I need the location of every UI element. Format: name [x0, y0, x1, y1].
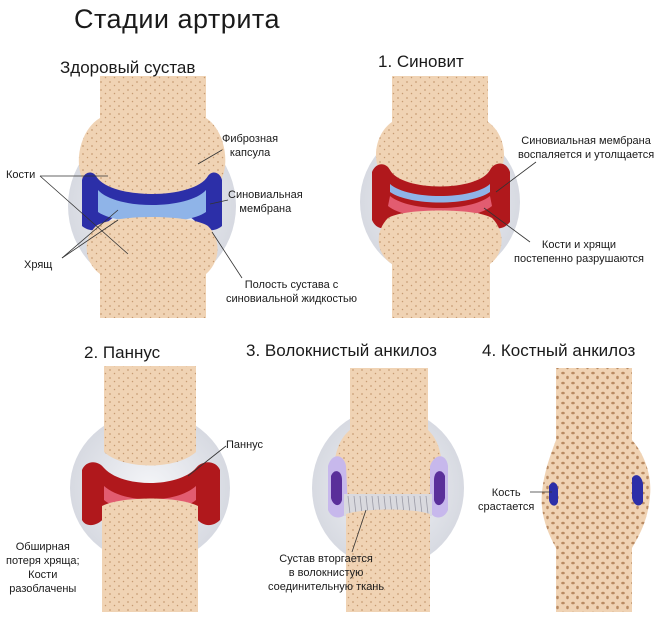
synovitis-joint-illustration [360, 76, 537, 318]
label-bones: Кости [6, 169, 36, 181]
lower-bone [378, 210, 502, 318]
page-title: Стадии артрита [74, 4, 280, 34]
fibrous-ankylosis-illustration [312, 368, 464, 612]
fibrous-band-lines [347, 495, 429, 515]
fibrous-tissue-left-core [331, 471, 342, 506]
residual-fibrous-right [632, 475, 643, 506]
label-bone-cartilage-destroyed: Кости и хрящи постепенно разрушаются [514, 239, 644, 265]
lower-bone [102, 498, 198, 612]
upper-bone [334, 368, 442, 510]
healthy-joint-illustration [39, 76, 243, 318]
lower-bone [346, 509, 430, 612]
upper-bone [78, 76, 226, 210]
heading-pannus: 2. Паннус [84, 343, 161, 362]
healthy-leader-lines [39, 149, 243, 279]
label-cartilage-loss: Обширная потеря хряща; Кости разоблачены [6, 541, 80, 595]
label-cartilage: Хрящ [24, 259, 53, 271]
heading-fibrous-ankylosis: 3. Волокнистый анкилоз [246, 341, 437, 360]
heading-synovitis: 1. Синовит [378, 52, 464, 71]
pannus-leader-lines [187, 445, 227, 477]
fibrous-tissue-right-core [434, 471, 445, 506]
bony-ankylosis-illustration [530, 368, 651, 612]
fibrous-leader-lines [351, 509, 367, 553]
pannus-joint-illustration [70, 366, 230, 612]
upper-bone [375, 76, 505, 198]
label-fibrous-capsule: Фиброзная капсула [222, 133, 279, 159]
label-bone-fuses: Кость срастается [478, 487, 535, 513]
synovial-membrane [82, 172, 222, 231]
synovitis-leader-lines [483, 161, 537, 243]
heading-bony-ankylosis: 4. Костный анкилоз [482, 341, 636, 360]
fused-bone [541, 368, 651, 612]
label-synovial-membrane: Синовиальная мембрана [228, 189, 303, 215]
upper-bone [104, 366, 196, 466]
thin-cartilage [390, 184, 490, 203]
lower-bone [86, 217, 218, 318]
heading-healthy: Здоровый сустав [60, 58, 196, 77]
cartilage [98, 190, 206, 223]
label-pannus: Паннус [226, 439, 264, 451]
label-membrane-inflamed: Синовиальная мембрана воспаляется и утол… [518, 135, 655, 161]
label-fibrous-ingrowth: Сустав вторгается в волокнистую соединит… [268, 553, 385, 593]
label-joint-cavity: Полость сустава с синовиальной жидкостью [226, 279, 357, 305]
residual-fibrous-left [549, 482, 558, 506]
